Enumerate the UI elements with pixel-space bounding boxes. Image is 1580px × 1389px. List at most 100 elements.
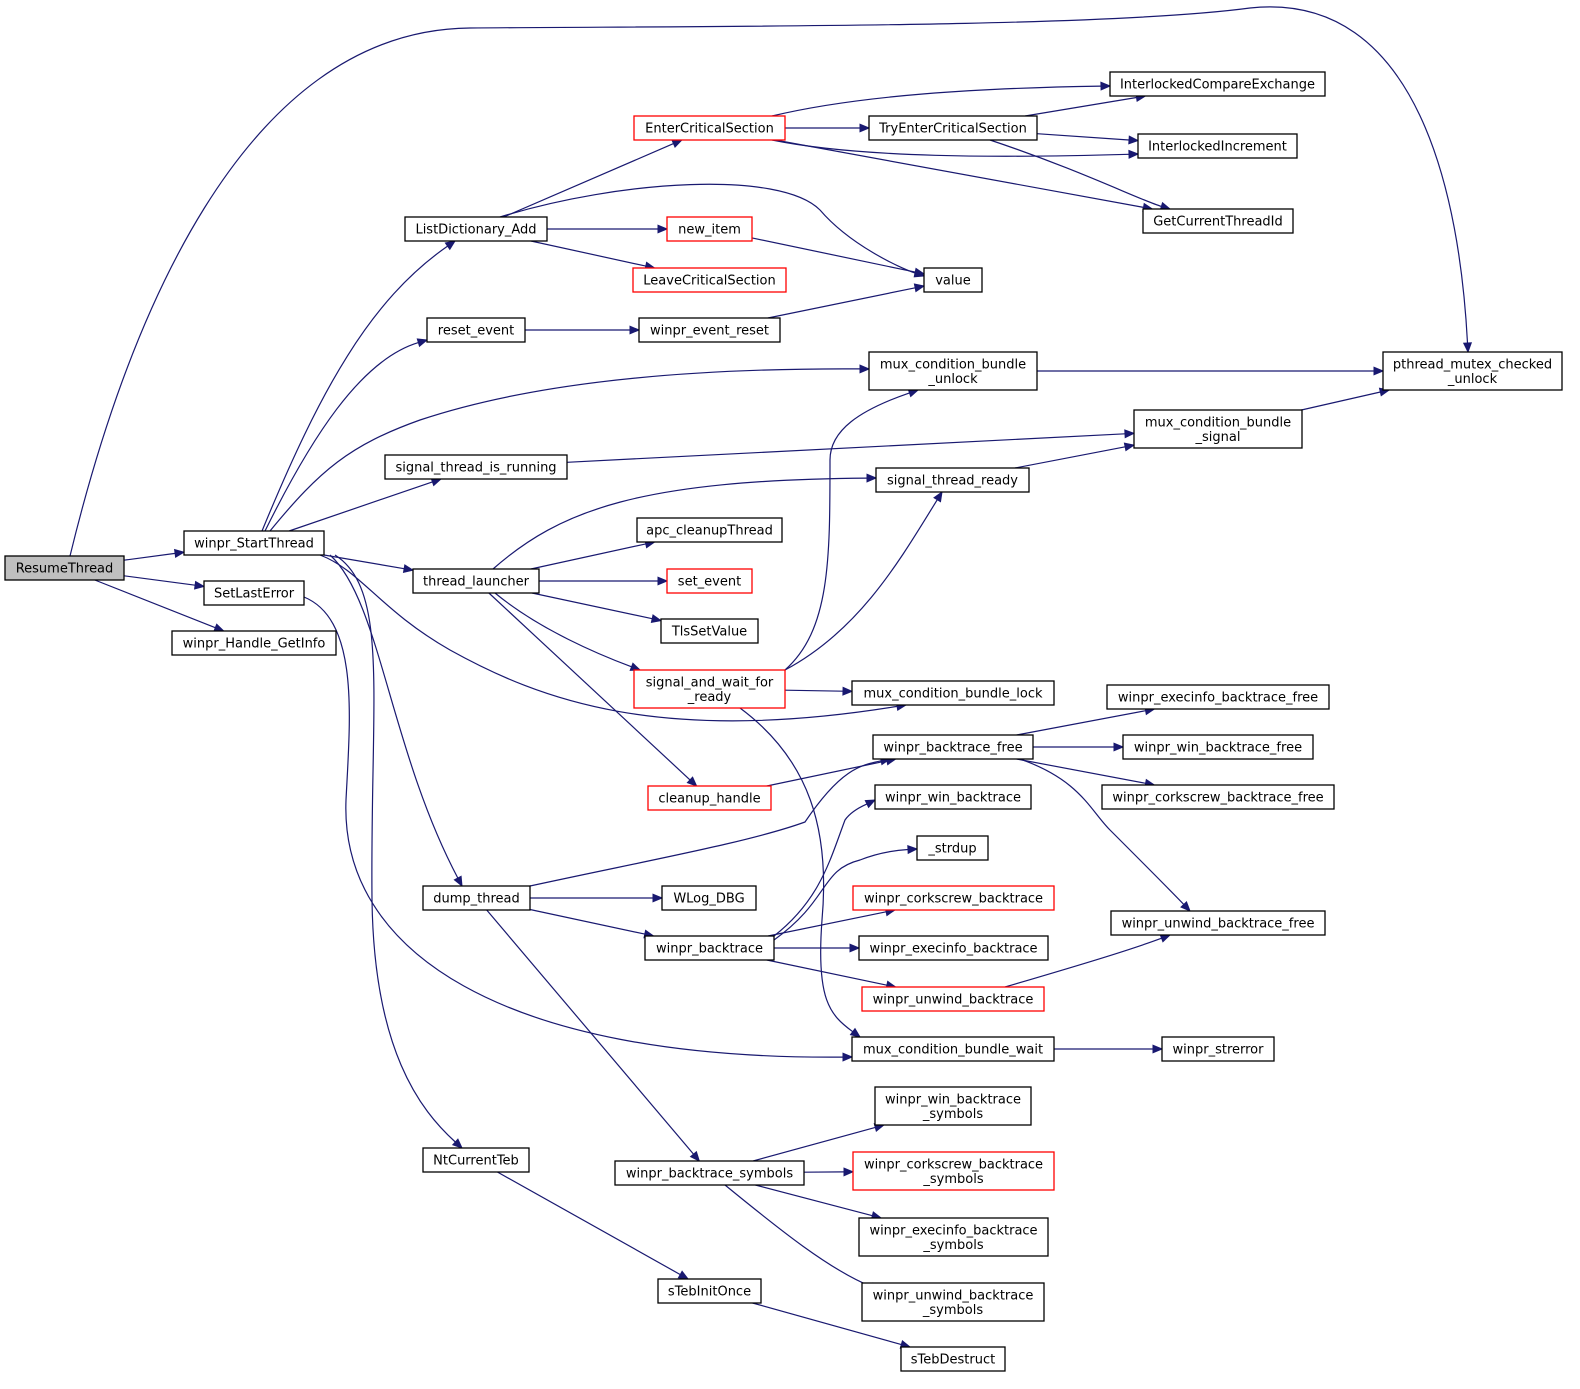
arrowhead <box>913 283 926 293</box>
node-winpr-win-backtrace-symbols[interactable]: winpr_win_backtrace_symbols <box>874 1086 1032 1126</box>
node-box <box>614 1160 805 1186</box>
node-label: set_event <box>678 575 741 590</box>
node-winpr-unwind-backtrace-free[interactable]: winpr_unwind_backtrace_free <box>1110 910 1326 936</box>
node-listdictionary-add[interactable]: ListDictionary_Add <box>404 216 548 242</box>
node-label: winpr_backtrace <box>656 942 763 957</box>
node-label: apc_cleanupThread <box>646 524 773 539</box>
node-box <box>171 630 337 656</box>
node-entercriticalsection[interactable]: EnterCriticalSection <box>633 115 786 141</box>
node-label: winpr_corkscrew_backtrace <box>864 892 1043 907</box>
arrowhead <box>842 686 854 696</box>
node-box <box>851 1036 1055 1062</box>
node-box <box>4 555 125 581</box>
node-winpr-startthread[interactable]: winpr_StartThread <box>183 530 325 556</box>
node-stebdestruct[interactable]: sTebDestruct <box>900 1346 1006 1372</box>
arrowhead <box>402 564 415 574</box>
node-winpr-backtrace[interactable]: winpr_backtrace <box>644 935 775 961</box>
node-setlasterror[interactable]: SetLastError <box>203 580 305 606</box>
node-box <box>1161 1036 1275 1062</box>
node-new-item[interactable]: new_item <box>666 216 753 242</box>
node-tryentercriticalsection[interactable]: TryEnterCriticalSection <box>868 115 1038 141</box>
node-winpr-win-backtrace[interactable]: winpr_win_backtrace <box>874 784 1032 810</box>
node-winpr-handle-getinfo[interactable]: winpr_Handle_GetInfo <box>171 630 337 656</box>
node-value[interactable]: value <box>923 267 983 293</box>
node-label: signal_and_wait_for <box>646 675 774 690</box>
node-interlockedincrement[interactable]: InterlockedIncrement <box>1137 133 1298 159</box>
edge-resumethread-to-pthread-mutex-checked-unlock <box>69 6 1473 557</box>
node-winpr-backtrace-symbols[interactable]: winpr_backtrace_symbols <box>614 1160 805 1186</box>
node-tlssetvalue[interactable]: TlsSetValue <box>660 618 759 644</box>
arrowhead <box>451 1138 463 1149</box>
node-strdup[interactable]: _strdup <box>916 835 989 861</box>
node-label: value <box>935 274 971 289</box>
edge-reset-event-to-winpr-event-reset <box>525 325 641 335</box>
arrowhead <box>650 614 663 624</box>
node-box <box>636 517 783 543</box>
node-box <box>1382 351 1563 391</box>
arrowhead <box>907 844 919 855</box>
edge-winpr-startthread-to-dump-thread <box>329 554 463 888</box>
node-set-event[interactable]: set_event <box>666 568 753 594</box>
edge-winpr-backtrace-symbols-to-winpr-unwind-backtrace-symbols <box>724 1184 882 1291</box>
node-label: sTebInitOnce <box>668 1285 751 1300</box>
edge-listdictionary-add-to-leavecriticalsection <box>530 240 656 271</box>
node-mux-condition-bundle-wait[interactable]: mux_condition_bundle_wait <box>851 1036 1055 1062</box>
node-mux-condition-bundle-unlock[interactable]: mux_condition_bundle_unlock <box>868 351 1038 391</box>
arrowhead <box>1113 742 1125 752</box>
node-label: ListDictionary_Add <box>415 223 536 238</box>
node-resumethread[interactable]: ResumeThread <box>4 555 125 581</box>
node-thread-launcher[interactable]: thread_launcher <box>412 568 540 594</box>
node-label: winpr_win_backtrace <box>885 1092 1021 1107</box>
node-reset-event[interactable]: reset_event <box>426 317 526 343</box>
node-label: winpr_execinfo_backtrace <box>869 942 1037 957</box>
node-mux-condition-bundle-signal[interactable]: mux_condition_bundle_signal <box>1133 409 1303 449</box>
arrowhead <box>864 799 877 809</box>
arrowhead <box>849 1027 862 1038</box>
node-winpr-corkscrew-backtrace-free[interactable]: winpr_corkscrew_backtrace_free <box>1101 784 1335 810</box>
node-box <box>422 885 531 911</box>
node-winpr-backtrace-free[interactable]: winpr_backtrace_free <box>872 734 1034 760</box>
node-winpr-win-backtrace-free[interactable]: winpr_win_backtrace_free <box>1122 734 1314 760</box>
node-signal-thread-ready[interactable]: signal_thread_ready <box>875 467 1030 493</box>
arrowhead <box>1152 1044 1164 1054</box>
node-winpr-execinfo-backtrace-free[interactable]: winpr_execinfo_backtrace_free <box>1106 684 1330 710</box>
node-signal-and-wait-for-ready[interactable]: signal_and_wait_for_ready <box>633 669 786 709</box>
node-apc-cleanupthread[interactable]: apc_cleanupThread <box>636 517 783 543</box>
edge-resumethread-to-winpr-startthread <box>123 548 186 561</box>
node-label: mux_condition_bundle <box>880 357 1026 372</box>
node-stebinitonce[interactable]: sTebInitOnce <box>657 1278 762 1304</box>
node-leavecriticalsection[interactable]: LeaveCriticalSection <box>632 267 787 293</box>
node-signal-thread-is-running[interactable]: signal_thread_is_running <box>384 454 568 480</box>
edge-winpr-backtrace-to-strdup <box>773 844 919 941</box>
node-label: InterlockedIncrement <box>1148 140 1287 155</box>
edge-thread-launcher-to-tlssetvalue <box>531 592 663 624</box>
node-label: cleanup_handle <box>658 792 760 807</box>
node-label: pthread_mutex_checked <box>1393 357 1552 372</box>
node-label: _symbols <box>922 1107 983 1122</box>
node-pthread-mutex-checked-unlock[interactable]: pthread_mutex_checked_unlock <box>1382 351 1563 391</box>
node-winpr-strerror[interactable]: winpr_strerror <box>1161 1036 1275 1062</box>
arrowhead <box>652 893 664 903</box>
arrowhead <box>866 473 878 483</box>
node-winpr-execinfo-backtrace[interactable]: winpr_execinfo_backtrace <box>858 935 1049 961</box>
node-box <box>666 568 753 594</box>
node-winpr-execinfo-backtrace-symbols[interactable]: winpr_execinfo_backtrace_symbols <box>858 1217 1049 1257</box>
node-cleanup-handle[interactable]: cleanup_handle <box>647 785 772 811</box>
node-winpr-unwind-backtrace[interactable]: winpr_unwind_backtrace <box>861 986 1045 1012</box>
node-winpr-corkscrew-backtrace[interactable]: winpr_corkscrew_backtrace <box>852 885 1055 911</box>
node-label: WLog_DBG <box>673 892 744 907</box>
node-wlog-dbg[interactable]: WLog_DBG <box>661 885 757 911</box>
node-interlockedcompareexchange[interactable]: InterlockedCompareExchange <box>1109 71 1326 97</box>
node-dump-thread[interactable]: dump_thread <box>422 885 531 911</box>
node-getcurrentthreadid[interactable]: GetCurrentThreadId <box>1142 208 1294 234</box>
edge-winpr-startthread-to-signal-thread-is-running <box>288 477 443 532</box>
node-winpr-event-reset[interactable]: winpr_event_reset <box>638 317 781 343</box>
node-label: TlsSetValue <box>671 625 747 640</box>
node-mux-condition-bundle-lock[interactable]: mux_condition_bundle_lock <box>851 680 1055 706</box>
arrowhead <box>677 1270 690 1280</box>
node-ntcurrentteb[interactable]: NtCurrentTeb <box>422 1147 530 1173</box>
node-winpr-corkscrew-backtrace-symbols[interactable]: winpr_corkscrew_backtrace_symbols <box>852 1151 1055 1191</box>
node-winpr-unwind-backtrace-symbols[interactable]: winpr_unwind_backtrace_symbols <box>861 1282 1045 1322</box>
arrowhead <box>444 240 457 251</box>
